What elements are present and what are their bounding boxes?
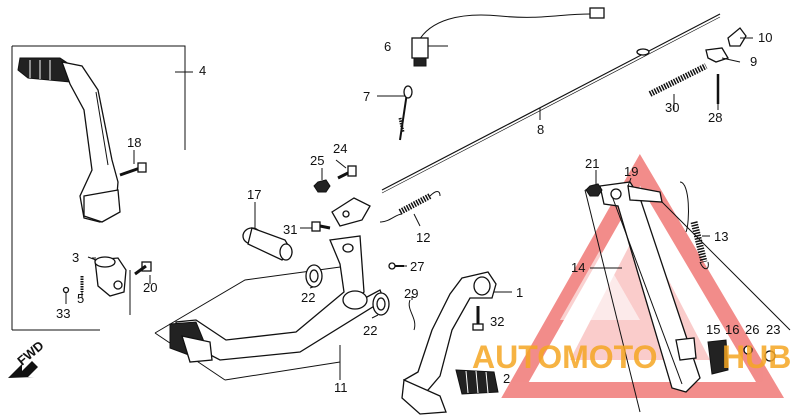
label-7: 7	[363, 89, 370, 104]
fwd-arrow-icon	[8, 361, 38, 378]
joint-9	[705, 47, 729, 63]
washer-22-right	[372, 292, 390, 316]
watermark-text: AUTOMOTO	[472, 339, 657, 375]
washer-22-left	[305, 264, 323, 288]
label-10: 10	[758, 30, 772, 45]
brake-cable	[381, 7, 721, 194]
bolt-32	[472, 306, 484, 331]
label-32: 32	[490, 314, 504, 329]
label-22-left: 22	[301, 290, 315, 305]
label-25: 25	[310, 153, 324, 168]
label-30: 30	[665, 100, 679, 115]
arm-lever	[331, 197, 371, 227]
clip-29	[408, 299, 416, 331]
spring-30	[648, 63, 708, 97]
nut-25	[313, 179, 331, 193]
label-20: 20	[143, 280, 157, 295]
label-5: 5	[77, 291, 84, 306]
bolt-24	[337, 165, 357, 180]
label-31: 31	[283, 222, 297, 237]
label-26: 26	[745, 322, 759, 337]
ball-33	[62, 286, 70, 294]
bolt-18	[119, 162, 147, 177]
label-16: 16	[725, 322, 739, 337]
label-22-right: 22	[363, 323, 377, 338]
label-21: 21	[585, 156, 599, 171]
label-4: 4	[199, 63, 206, 78]
watermark-text-2: HUB	[722, 339, 791, 375]
rubber-2	[455, 369, 499, 395]
kick-spindle	[92, 256, 127, 297]
clip-10	[727, 27, 747, 47]
leader-lines	[65, 37, 753, 319]
label-29: 29	[404, 286, 418, 301]
label-24: 24	[333, 141, 347, 156]
change-pedal-1	[401, 271, 497, 415]
stand-parts	[675, 337, 776, 375]
nut-21	[585, 183, 603, 197]
spring-13	[679, 181, 709, 270]
label-27: 27	[410, 259, 424, 274]
spring-12	[379, 191, 441, 223]
brake-pedal-11	[154, 235, 385, 381]
label-15: 15	[706, 322, 720, 337]
label-17: 17	[247, 187, 261, 202]
label-18: 18	[127, 135, 141, 150]
bolt-31	[311, 221, 331, 232]
label-3: 3	[72, 250, 79, 265]
bolt-20	[134, 261, 152, 276]
label-6: 6	[384, 39, 391, 54]
label-9: 9	[750, 54, 757, 69]
cotter-pin-27	[388, 262, 404, 270]
label-13: 13	[714, 229, 728, 244]
kick-starter-arm	[11, 45, 193, 331]
label-12: 12	[416, 230, 430, 245]
label-8: 8	[537, 122, 544, 137]
label-19: 19	[624, 164, 638, 179]
label-28: 28	[708, 110, 722, 125]
pivot-17	[242, 227, 293, 261]
label-11: 11	[334, 380, 348, 395]
label-14: 14	[571, 260, 585, 275]
label-2: 2	[503, 371, 510, 386]
label-33: 33	[56, 306, 70, 321]
bolt-19	[627, 185, 663, 203]
label-23: 23	[766, 322, 780, 337]
label-1: 1	[516, 285, 523, 300]
